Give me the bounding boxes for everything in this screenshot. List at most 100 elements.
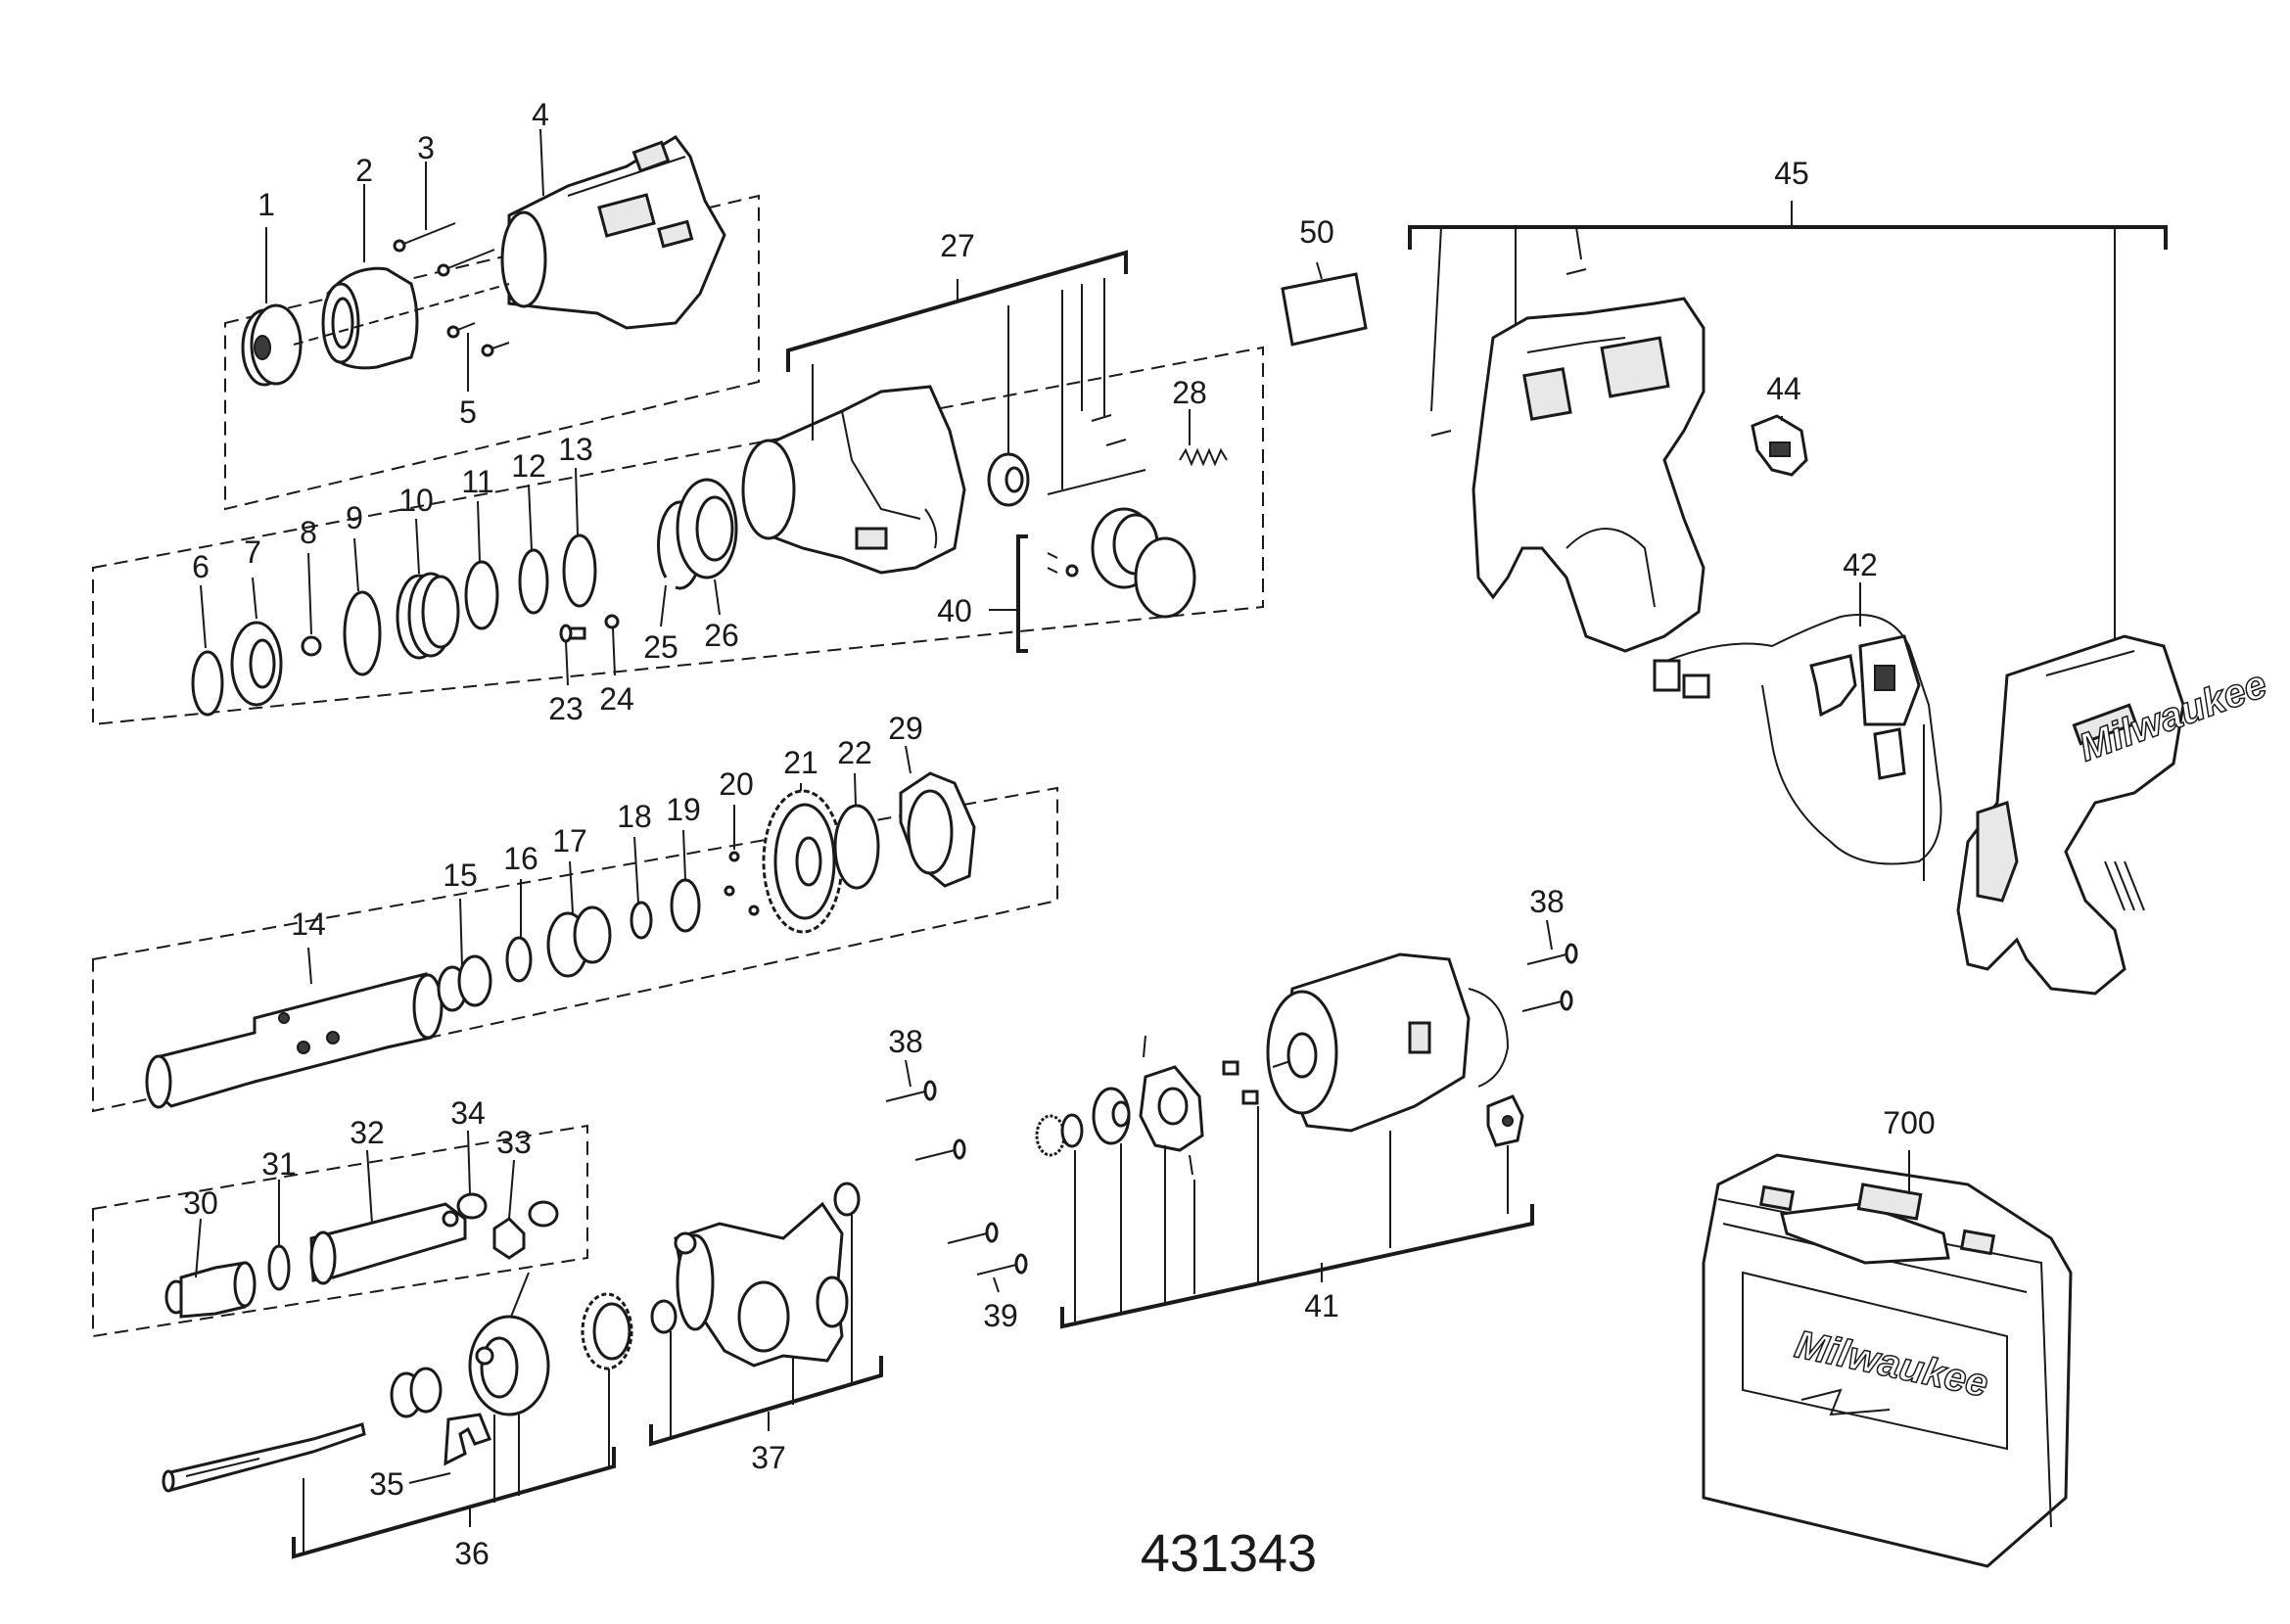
part-24-washer bbox=[604, 614, 620, 629]
leader-38-left bbox=[905, 1059, 911, 1088]
leader-14 bbox=[307, 947, 312, 985]
drawing-number: 431343 bbox=[1141, 1524, 1317, 1583]
part-27-pin bbox=[1047, 469, 1146, 495]
part-700-carrying-case: Milwaukee bbox=[1702, 1153, 2073, 1568]
part-13-o-ring bbox=[562, 534, 597, 608]
leader-7 bbox=[252, 577, 257, 620]
leader-19 bbox=[682, 829, 686, 881]
label-27: 27 bbox=[940, 228, 975, 263]
label-45: 45 bbox=[1774, 156, 1809, 191]
part-31-o-ring bbox=[267, 1244, 291, 1291]
leader-17 bbox=[569, 860, 574, 914]
leader-29 bbox=[905, 745, 911, 774]
leader-10 bbox=[415, 518, 420, 575]
part-38-screws-left bbox=[885, 1080, 966, 1161]
label-5: 5 bbox=[459, 394, 477, 430]
part-37-needle-bearings bbox=[650, 1182, 861, 1334]
leader-13 bbox=[575, 467, 579, 535]
label-1: 1 bbox=[257, 187, 275, 222]
label-41: 41 bbox=[1304, 1288, 1339, 1323]
label-44: 44 bbox=[1766, 371, 1801, 406]
part-16-ring bbox=[505, 936, 533, 983]
label-38-right: 38 bbox=[1529, 884, 1565, 919]
part-38-screws-right bbox=[1521, 943, 1578, 1012]
label-35: 35 bbox=[369, 1466, 404, 1502]
bracket-41 bbox=[1060, 1204, 1534, 1329]
part-7-washer bbox=[230, 621, 283, 707]
label-40: 40 bbox=[937, 593, 972, 628]
label-19: 19 bbox=[666, 792, 701, 827]
label-26: 26 bbox=[704, 618, 739, 653]
part-4-front-housing bbox=[500, 135, 726, 330]
leader-30 bbox=[195, 1218, 202, 1278]
label-13: 13 bbox=[558, 432, 593, 467]
label-3: 3 bbox=[417, 130, 435, 165]
leader-38-right bbox=[1546, 919, 1553, 951]
part-6-ring bbox=[191, 650, 224, 717]
leader-24 bbox=[612, 627, 616, 676]
group-outline-spindle bbox=[92, 786, 1058, 1113]
part-10-spring bbox=[396, 572, 460, 660]
leader-22 bbox=[854, 772, 857, 807]
bracket-36 bbox=[292, 1447, 616, 1559]
label-36: 36 bbox=[454, 1536, 490, 1571]
part-28-spring bbox=[1179, 447, 1228, 467]
label-23: 23 bbox=[548, 691, 584, 726]
part-35-clip bbox=[444, 1413, 491, 1466]
label-31: 31 bbox=[261, 1146, 297, 1182]
part-50-label-plate bbox=[1281, 272, 1368, 347]
leader-35 bbox=[408, 1472, 451, 1484]
part-40-pins bbox=[1047, 552, 1079, 578]
part-44-switch-clip bbox=[1751, 414, 1808, 477]
part-29-bearing-holder bbox=[899, 771, 976, 888]
label-37: 37 bbox=[751, 1440, 786, 1475]
part-23-screw bbox=[559, 624, 586, 643]
label-6: 6 bbox=[192, 549, 210, 584]
leader-45c bbox=[1575, 226, 1582, 260]
part-45-screws bbox=[1430, 268, 1587, 437]
group-outline-front-housing bbox=[224, 194, 760, 511]
label-700: 700 bbox=[1883, 1105, 1935, 1140]
part-8-ball bbox=[301, 635, 322, 657]
label-12: 12 bbox=[511, 448, 546, 484]
leader-34 bbox=[467, 1130, 471, 1195]
part-14-spindle bbox=[145, 972, 444, 1109]
part-20-balls bbox=[724, 851, 760, 916]
part-41-motor bbox=[1266, 952, 1510, 1133]
part-41-bearing bbox=[1092, 1087, 1131, 1145]
bracket-37 bbox=[649, 1356, 883, 1447]
part-17-bushing bbox=[546, 905, 612, 978]
leader-4 bbox=[539, 128, 544, 197]
part-36-bearing bbox=[390, 1367, 443, 1418]
label-18: 18 bbox=[617, 799, 652, 834]
part-41-magnet bbox=[1486, 1094, 1524, 1147]
part-45-left-housing-half bbox=[1472, 297, 1706, 653]
label-24: 24 bbox=[599, 681, 634, 717]
label-15: 15 bbox=[443, 858, 478, 893]
part-9-spring-clip bbox=[343, 590, 382, 676]
label-14: 14 bbox=[291, 906, 326, 942]
label-34: 34 bbox=[450, 1095, 486, 1131]
leader-50 bbox=[1316, 261, 1323, 280]
part-39-screws bbox=[947, 1222, 1028, 1276]
part-42-switch-wiring bbox=[1653, 614, 1942, 881]
part-12-ring bbox=[518, 548, 549, 615]
part-27-screws bbox=[1091, 414, 1127, 446]
label-42: 42 bbox=[1843, 547, 1878, 582]
leader-8 bbox=[307, 552, 312, 635]
leader-26 bbox=[714, 579, 721, 616]
label-8: 8 bbox=[300, 515, 317, 550]
leader-33 bbox=[508, 1159, 515, 1220]
label-9: 9 bbox=[346, 500, 363, 535]
leader-32 bbox=[366, 1149, 373, 1225]
part-40-ring bbox=[1134, 536, 1196, 619]
label-50: 50 bbox=[1299, 214, 1334, 250]
leader-12 bbox=[528, 484, 533, 551]
label-7: 7 bbox=[244, 534, 261, 570]
bracket-45 bbox=[1408, 225, 2168, 250]
label-20: 20 bbox=[719, 766, 754, 802]
leader-11 bbox=[477, 500, 481, 563]
part-5-screws bbox=[437, 249, 510, 357]
part-2-dust-cover bbox=[321, 266, 419, 370]
